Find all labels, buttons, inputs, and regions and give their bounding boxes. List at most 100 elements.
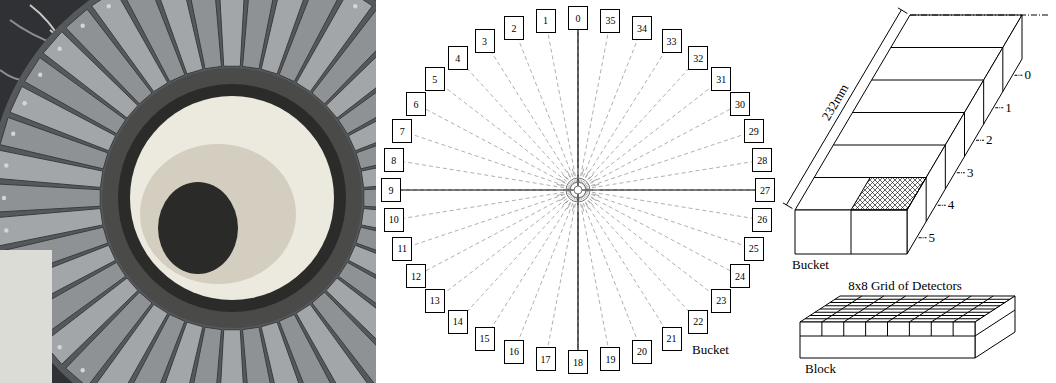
crystal-line <box>909 296 949 322</box>
dashed-spoke <box>578 21 610 190</box>
part-label: Bucket <box>692 343 729 356</box>
center-tick <box>582 169 584 176</box>
dashed-spoke <box>458 190 578 322</box>
bucket-number: 17 <box>541 354 551 365</box>
bucket-number: 13 <box>430 295 440 306</box>
bucket-number: 2 <box>512 23 517 34</box>
detector-module <box>338 58 376 134</box>
dashed-spoke <box>435 79 578 190</box>
bucket-box: 27 <box>755 178 775 202</box>
bucket-number: 29 <box>749 126 759 137</box>
center-tick <box>567 203 571 209</box>
dashed-spoke <box>485 190 579 339</box>
front-divider <box>851 210 852 254</box>
center-tick <box>582 204 584 211</box>
dashed-spoke <box>514 28 578 190</box>
callout-number: 5 <box>929 231 936 244</box>
bucket-number: 35 <box>605 15 615 26</box>
center-tick <box>559 179 565 183</box>
dashed-spoke <box>416 104 578 190</box>
bucket-box: 15 <box>475 327 495 351</box>
bucket-box: 5 <box>425 67 445 91</box>
bucket-number: 6 <box>414 99 419 110</box>
bucket-box: 16 <box>504 340 524 364</box>
leader-line <box>919 237 927 238</box>
bucket-number: 7 <box>400 126 405 137</box>
callout-number: 2 <box>986 133 993 146</box>
part-label: 8x8 Grid of Detectors <box>848 279 962 292</box>
bucket-number: 32 <box>693 53 703 64</box>
bucket-box: 12 <box>406 264 426 288</box>
leader-line <box>957 172 965 173</box>
center-tick <box>562 174 567 179</box>
leader-line <box>1014 75 1022 76</box>
bucket-box: 17 <box>536 347 556 371</box>
bore-inner <box>140 144 296 284</box>
detector-module <box>356 117 376 168</box>
bucket-box: 19 <box>600 347 620 371</box>
bucket-number: 8 <box>391 155 396 166</box>
crystal-line <box>821 322 822 336</box>
bucket-box: 1 <box>536 9 556 33</box>
detector-module <box>261 322 312 383</box>
center-tick <box>557 194 564 196</box>
slice-line <box>926 178 927 222</box>
module-screw <box>22 101 26 105</box>
crystal-line <box>953 322 954 336</box>
bucket-number: 24 <box>735 271 745 282</box>
bucket-number: 33 <box>667 36 677 47</box>
center-tick <box>556 190 563 191</box>
detector-module <box>184 0 221 69</box>
bucket-number: 11 <box>397 243 407 254</box>
dashed-spoke <box>394 160 578 190</box>
bucket-box: 8 <box>384 148 404 172</box>
bucket-box: 22 <box>688 310 708 334</box>
crystal-line <box>843 322 844 336</box>
bucket-number: 31 <box>716 74 726 85</box>
module-screw <box>107 4 111 8</box>
module-screw <box>80 23 84 27</box>
center-tick <box>591 198 597 202</box>
module-screw <box>57 46 61 50</box>
center-ring <box>566 178 590 202</box>
bucket-box: 6 <box>406 92 426 116</box>
bucket-number: 9 <box>389 185 394 196</box>
bucket-number: 20 <box>637 346 647 357</box>
slice-line <box>891 47 1003 48</box>
module-screw <box>11 132 15 136</box>
bucket-number: 22 <box>693 316 703 327</box>
module-screw <box>2 196 6 200</box>
couch-panel <box>0 250 52 383</box>
dashed-spoke <box>578 190 672 339</box>
module-screw <box>4 163 8 167</box>
bucket-number: 14 <box>453 316 463 327</box>
module-screw <box>38 73 42 77</box>
slice-line <box>872 80 984 81</box>
dashed-spoke <box>578 104 740 190</box>
dashed-spoke <box>485 41 579 190</box>
dashed-spoke <box>578 28 642 190</box>
center-tick <box>578 205 579 212</box>
slice-line <box>945 145 946 189</box>
bucket-number: 5 <box>432 74 437 85</box>
bucket-box: 0 <box>568 6 588 30</box>
crystal-line <box>887 322 888 336</box>
part-label: Bucket <box>792 258 829 271</box>
bucket-number: 23 <box>716 295 726 306</box>
center-tick <box>572 204 574 211</box>
dashed-spoke <box>514 190 578 352</box>
dimension-line <box>786 10 901 205</box>
crystal-line <box>931 296 971 322</box>
leader-line <box>995 107 1003 108</box>
bucket-number: 30 <box>735 99 745 110</box>
extension-line <box>783 203 792 209</box>
crystal-line <box>820 309 995 310</box>
bucket-number: 25 <box>749 243 759 254</box>
bucket-box: 23 <box>711 289 731 313</box>
dashed-spoke <box>578 190 642 352</box>
bucket-box: 3 <box>475 29 495 53</box>
slice-line <box>833 145 945 146</box>
bucket-side <box>907 15 1022 254</box>
detector-module <box>243 327 280 383</box>
